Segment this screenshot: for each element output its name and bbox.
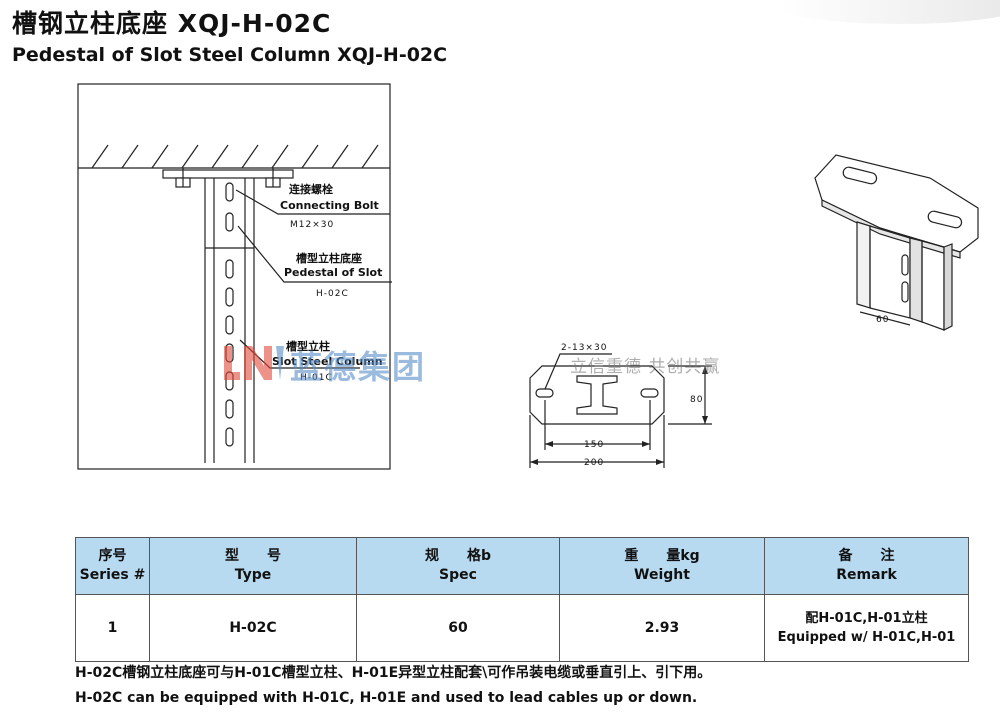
note-chinese: H-02C槽钢立柱底座可与H-01C槽型立柱、H-01E异型立柱配套\可作吊装电…: [75, 665, 712, 681]
company-logo-icon: [224, 346, 284, 380]
bolt-label-cn: 连接螺栓: [289, 183, 333, 196]
pedestal-label-cn: 槽型立柱底座: [296, 252, 362, 265]
title-english: Pedestal of Slot Steel Column XQJ-H-02C: [12, 44, 448, 66]
plan-view: [529, 353, 712, 468]
pedestal-label-en: Pedestal of Slot: [284, 266, 383, 279]
column-code: H-01C: [300, 373, 333, 383]
dimension-arrows: [530, 366, 708, 465]
watermark-company-name: 蓝德集团: [290, 348, 427, 386]
column-label-en: Slot Steel Column: [272, 355, 383, 368]
column-label-cn: 槽型立柱: [286, 340, 330, 353]
cell-remark: 配H-01C,H-01立柱 Equipped w/ H-01C,H-01: [764, 594, 969, 662]
watermark-slogan: 立信重德 共创共赢: [570, 357, 721, 377]
dim-200: 200: [584, 458, 605, 468]
cell-weight: 2.93: [559, 594, 765, 662]
pedestal-code: H-02C: [316, 289, 349, 299]
dim-60: 60: [876, 315, 890, 325]
isometric-view: [814, 154, 979, 331]
technical-drawing: [77, 83, 979, 470]
dim-holes: 2-13×30: [561, 343, 608, 353]
dim-150: 150: [584, 440, 605, 450]
elevation-view: [77, 83, 392, 470]
title-chinese: 槽钢立柱底座 XQJ-H-02C: [12, 9, 332, 38]
table-row: 1 H-02C 60 2.93 配H-01C,H-01立柱 Equipped w…: [75, 594, 969, 662]
cell-spec: 60: [356, 594, 560, 662]
cell-series: 1: [75, 594, 150, 662]
bolt-spec: M12×30: [290, 220, 335, 230]
bolt-label-en: Connecting Bolt: [280, 199, 379, 212]
dim-80: 80: [690, 395, 704, 405]
cell-type: H-02C: [149, 594, 357, 662]
note-english: H-02C can be equipped with H-01C, H-01E …: [75, 690, 698, 706]
